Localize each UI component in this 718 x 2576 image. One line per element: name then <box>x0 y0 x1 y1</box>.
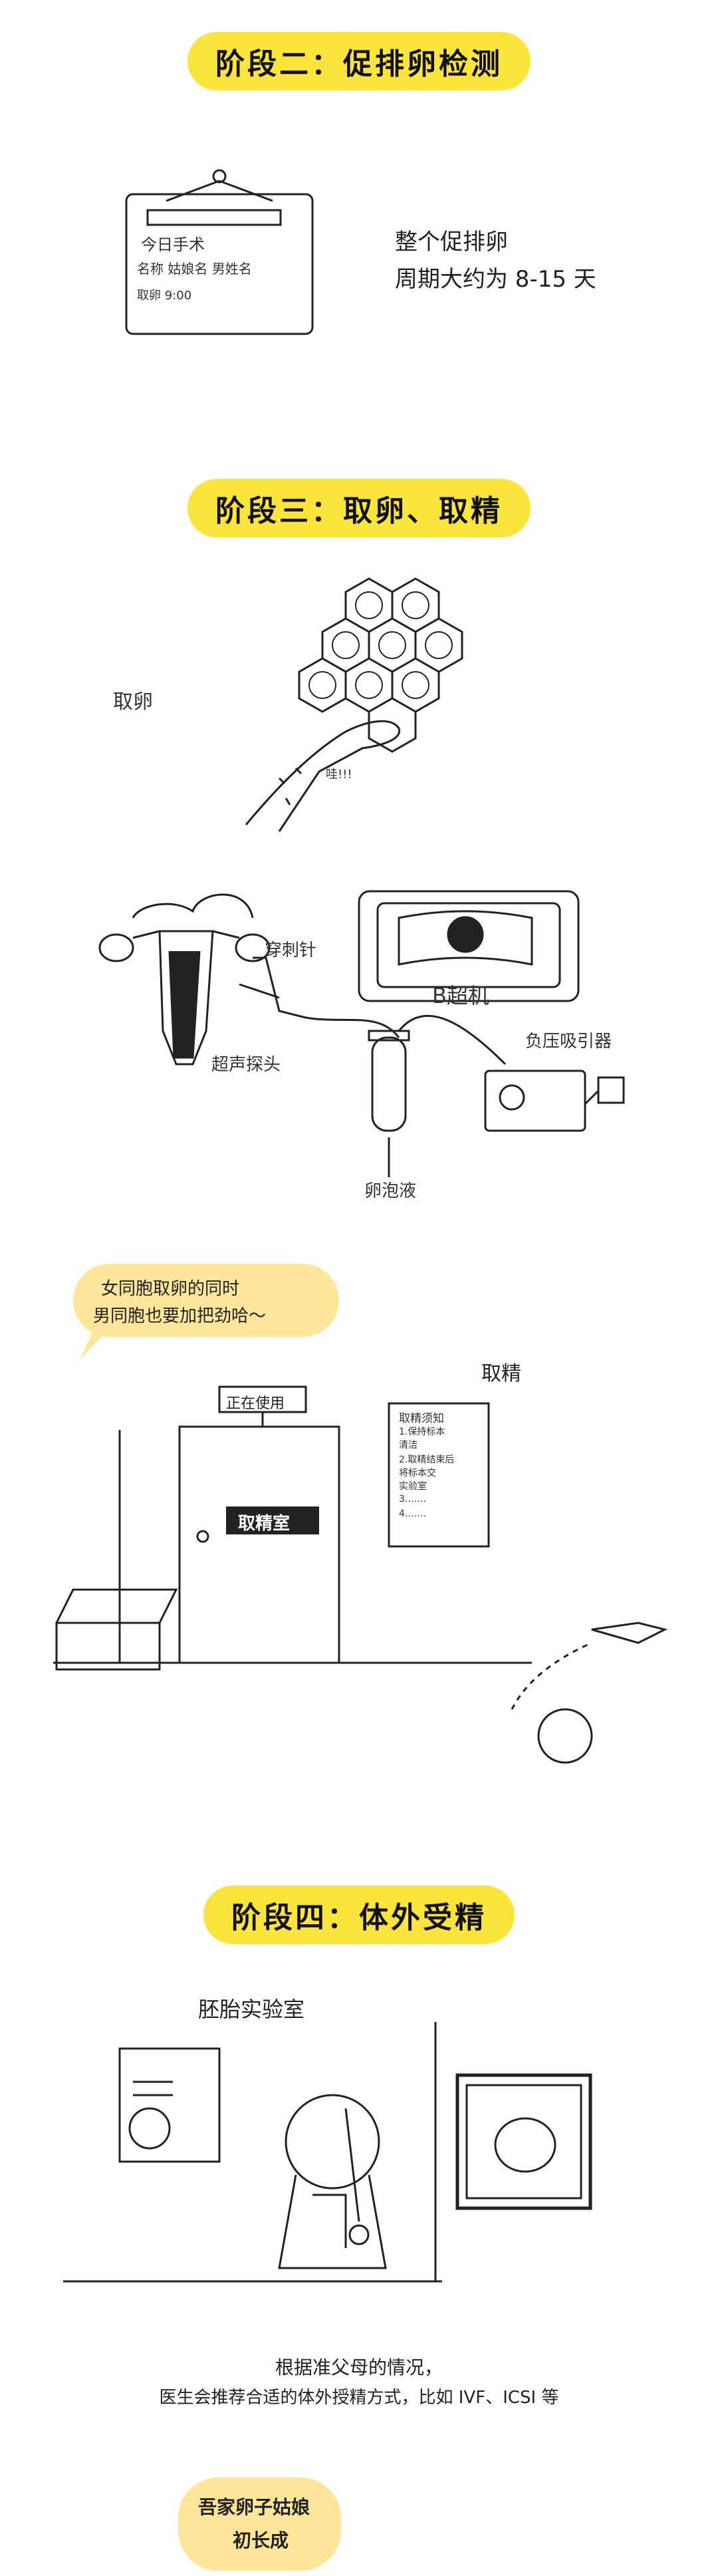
in-use-sign: 正在使用 <box>226 1395 285 1412</box>
wow-text: 哇!!! <box>326 768 352 782</box>
notice-line-6: 实验室 <box>399 1481 427 1492</box>
puncture-needle-label: 穿刺针 <box>265 940 317 960</box>
badge-bubble <box>178 2478 341 2571</box>
ultrasound-machine-label: B超机 <box>432 983 489 1008</box>
ultrasound-probe-label: 超声探头 <box>211 1055 281 1075</box>
follicle-fluid-label: 卵泡液 <box>364 1181 417 1201</box>
stage4-title: 阶段四：体外受精 <box>203 1886 515 1944</box>
sperm-collection-label: 取精 <box>481 1362 521 1385</box>
sperm-room-sign: 取精室 <box>238 1514 291 1534</box>
stage2-note-line-2: 周期大约为 8-15 天 <box>395 266 596 293</box>
stage2-title: 阶段二：促排卵检测 <box>187 32 531 90</box>
hexagon-eggs-illustration <box>245 577 463 832</box>
schedule-board-illustration <box>125 169 314 335</box>
egg-retrieval-label: 取卵 <box>113 690 153 714</box>
notice-line-1: 取精须知 <box>399 1412 444 1425</box>
notice-line-4: 2.取精结束后 <box>399 1455 455 1465</box>
stage3-title: 阶段三：取卵、取精 <box>187 479 531 537</box>
schedule-board-line-2: 名称 姑娘名 男姓名 <box>137 261 252 277</box>
speech-bubble-tail <box>80 1324 113 1360</box>
notice-line-5: 将标本交 <box>399 1468 436 1479</box>
notice-line-8: 4.…… <box>399 1508 427 1519</box>
notice-line-2: 1.保持标本 <box>399 1427 445 1437</box>
badge-line-2: 初长成 <box>233 2529 289 2551</box>
stage2-note-line-1: 整个促排卵 <box>395 229 508 255</box>
schedule-board-line-3: 取卵 9:00 <box>137 289 192 303</box>
vacuum-pump-label: 负压吸引器 <box>525 1032 612 1052</box>
notice-line-7: 3.…… <box>399 1494 427 1504</box>
sperm-room-illustration <box>53 1385 668 1764</box>
badge-line-1: 吾家卵子姑娘 <box>198 2496 310 2518</box>
notice-line-3: 清洁 <box>399 1440 418 1451</box>
speech-bubble-line-1: 女同胞取卵的同时 <box>101 1279 240 1299</box>
stage4-caption-line-2: 医生会推荐合适的体外授精方式，比如 IVF、ICSI 等 <box>159 2388 559 2408</box>
ultrasound-setup-illustration <box>98 890 625 1177</box>
speech-bubble <box>73 1264 339 1337</box>
embryo-lab-label: 胚胎实验室 <box>198 1997 305 2022</box>
embryo-lab-illustration <box>63 2022 592 2283</box>
speech-bubble-line-2: 男同胞也要加把劲哈～ <box>93 1306 267 1326</box>
stage4-caption-line-1: 根据准父母的情况， <box>275 2357 443 2378</box>
schedule-board-line-1: 今日手术 <box>141 235 205 254</box>
